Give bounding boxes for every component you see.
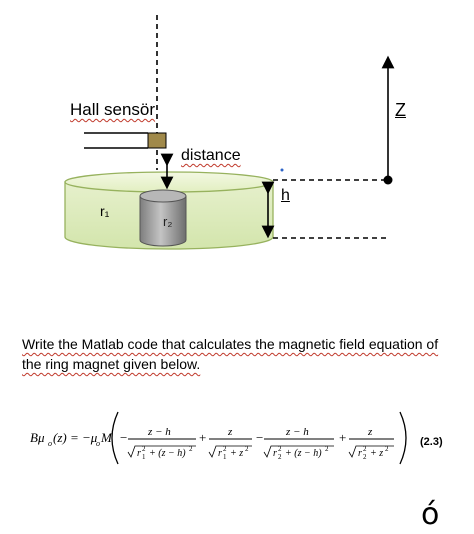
r2-label: r₂ — [163, 214, 173, 229]
distance-label: distance — [181, 147, 241, 164]
svg-text:2: 2 — [245, 445, 249, 453]
right-parenthesis — [399, 411, 407, 465]
svg-text:2: 2 — [223, 445, 227, 453]
svg-text:+ (z − h): + (z − h) — [285, 448, 322, 459]
blue-dot-marker — [280, 168, 284, 172]
inner-cylinder — [139, 189, 187, 247]
svg-text:+ (z − h): + (z − h) — [149, 448, 186, 459]
svg-text:Bμ: Bμ — [30, 430, 45, 445]
svg-text:+: + — [339, 430, 346, 445]
svg-text:2: 2 — [363, 453, 367, 461]
svg-text:−: − — [120, 430, 127, 445]
svg-text:2: 2 — [363, 445, 367, 453]
svg-text:r: r — [137, 448, 141, 459]
svg-text:+ z: + z — [370, 448, 383, 459]
svg-text:−: − — [256, 430, 263, 445]
z-point — [383, 175, 393, 185]
left-parenthesis — [111, 411, 119, 465]
svg-text:2: 2 — [385, 445, 389, 453]
svg-text:o: o — [96, 439, 100, 448]
svg-text:2: 2 — [142, 445, 146, 453]
svg-text:1: 1 — [142, 453, 146, 461]
svg-text:(z) = −μ: (z) = −μ — [53, 430, 98, 445]
svg-text:+: + — [199, 430, 206, 445]
hall-sensor-label: Hall sensör — [70, 100, 156, 119]
r1-label: r₁ — [100, 203, 110, 219]
magnetic-field-equation: Bμ o (z) = −μ o M − z − h r 2 1 + (z − h… — [30, 426, 394, 461]
svg-text:r: r — [358, 448, 362, 459]
question-text: Write the Matlab code that calculates th… — [22, 334, 452, 374]
svg-text:z: z — [227, 426, 233, 438]
equation-number: (2.3) — [420, 436, 443, 448]
svg-text:r: r — [218, 448, 222, 459]
svg-text:2: 2 — [325, 445, 329, 453]
question-line-2: the ring magnet given below. — [22, 356, 201, 372]
svg-text:z: z — [367, 426, 373, 438]
svg-text:z − h: z − h — [147, 426, 171, 438]
svg-text:2: 2 — [189, 445, 193, 453]
svg-text:M: M — [100, 430, 113, 445]
svg-text:2: 2 — [278, 453, 282, 461]
z-axis-label: Z — [395, 100, 406, 120]
hall-sensor — [84, 132, 167, 149]
svg-text:2: 2 — [278, 445, 282, 453]
svg-text:o: o — [48, 439, 52, 448]
h-label: h — [281, 187, 290, 204]
svg-text:1: 1 — [223, 453, 227, 461]
svg-text:z − h: z − h — [285, 426, 309, 438]
footer-glyph: ó — [421, 497, 440, 532]
svg-text:r: r — [273, 448, 277, 459]
svg-text:+ z: + z — [230, 448, 243, 459]
question-line-1: Write the Matlab code that calculates th… — [22, 336, 439, 352]
